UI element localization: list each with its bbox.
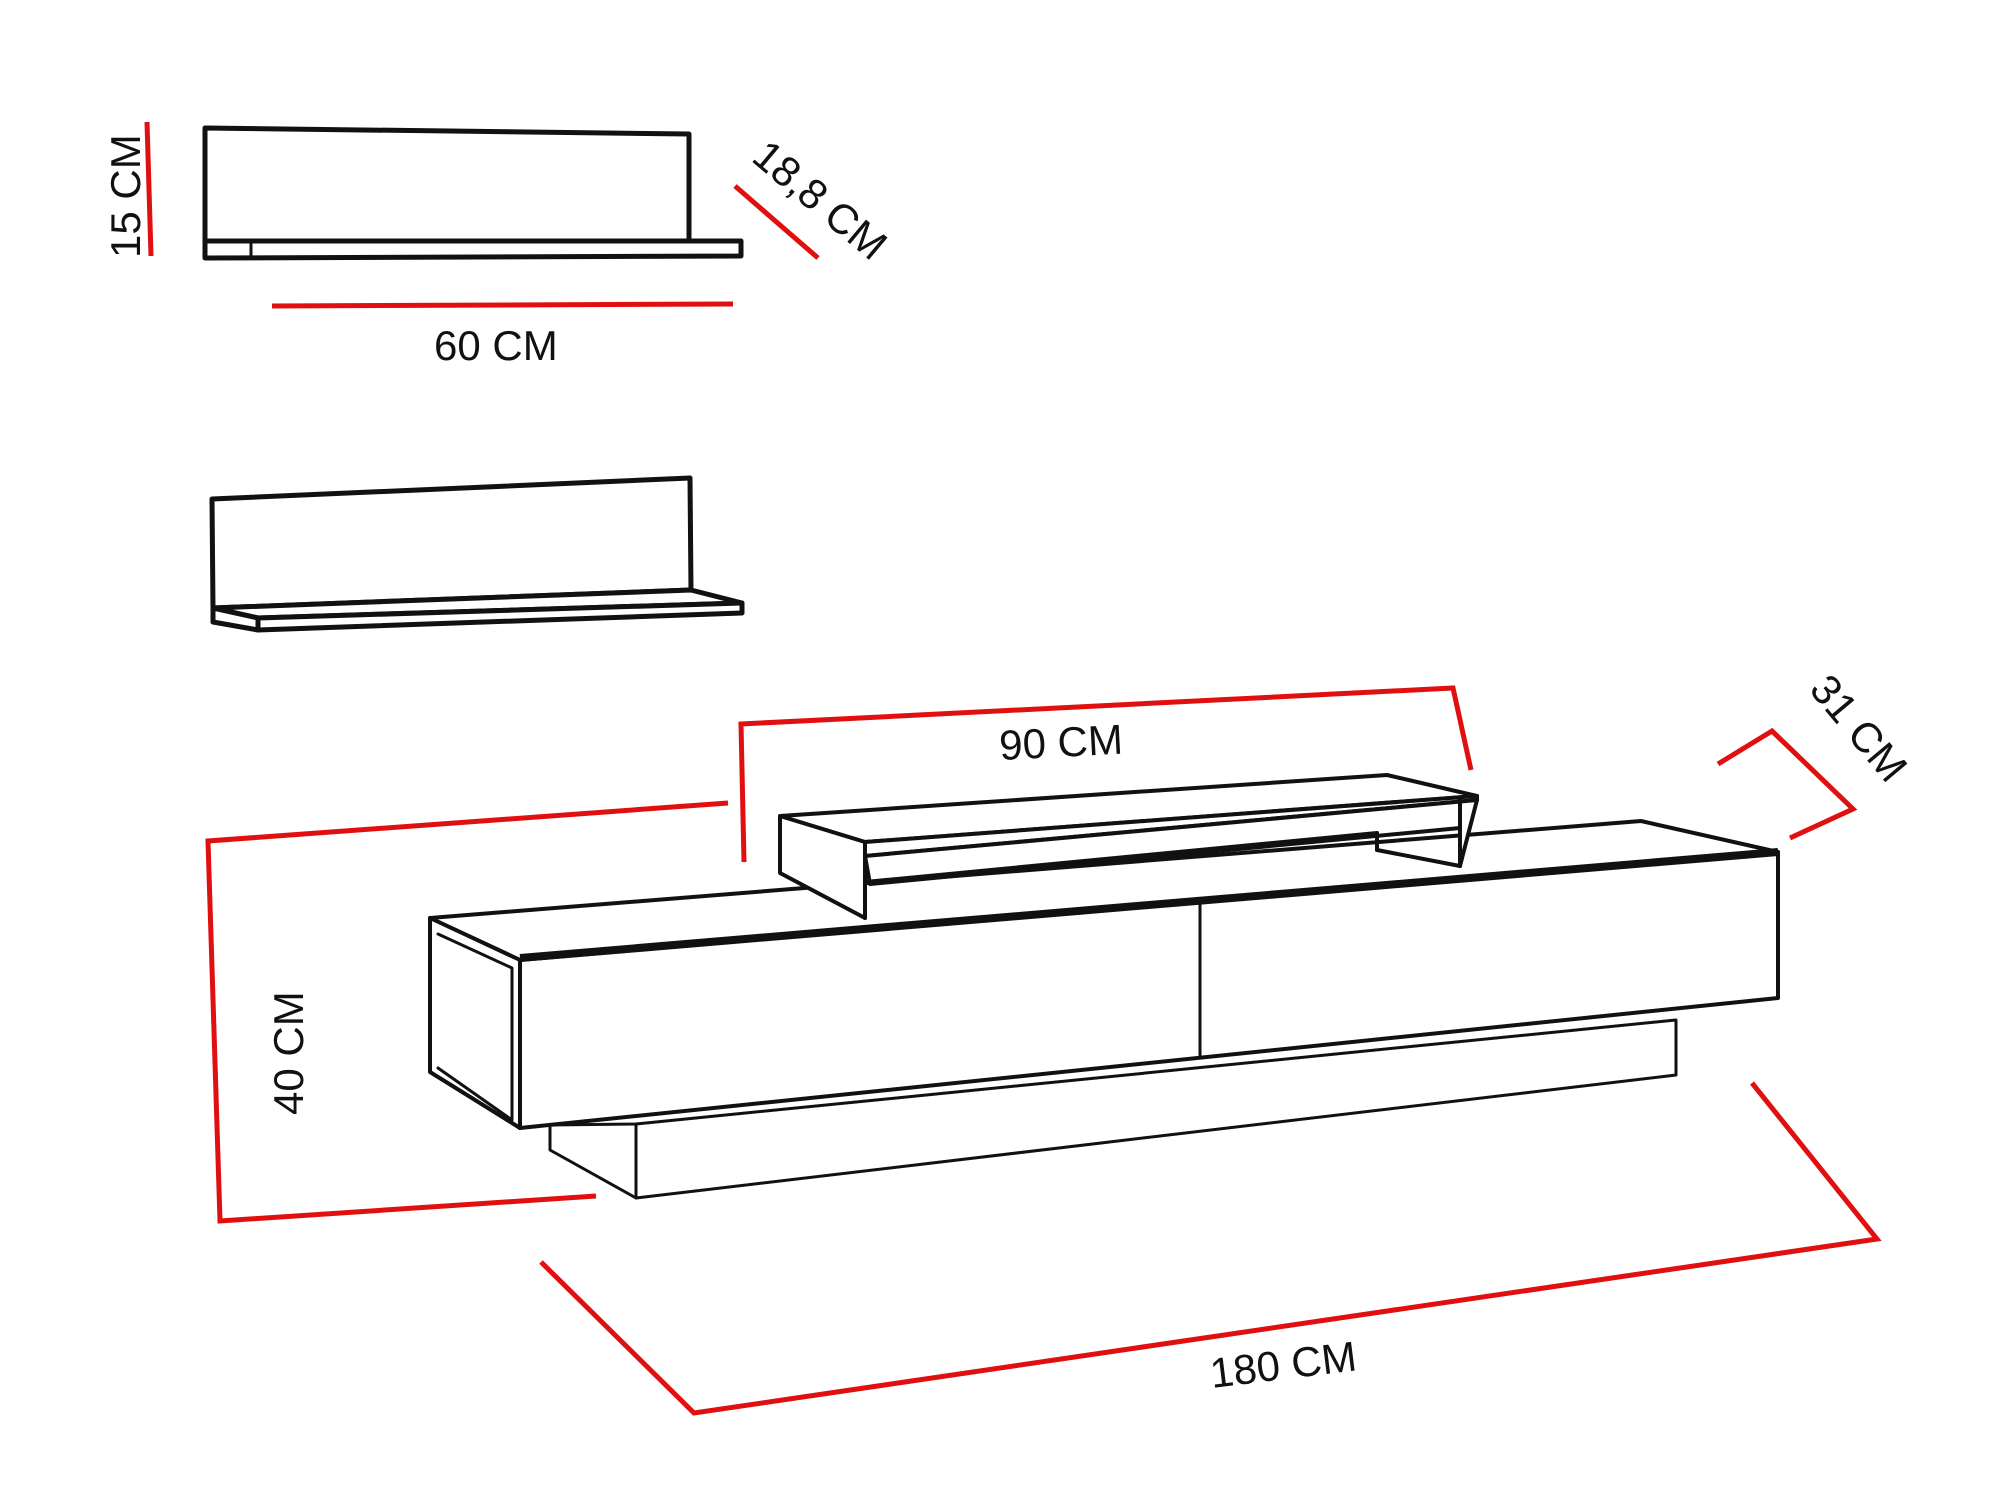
tv-unit-depth-label: 31 CM	[1801, 666, 1917, 791]
tv-unit-width-label: 180 CM	[1207, 1332, 1359, 1397]
wall-shelf-perspective-view	[209, 475, 745, 633]
shelf-height-label: 15 CM	[102, 134, 149, 258]
shelf-height-dimension-line	[144, 121, 154, 257]
top-shelf-width-label: 90 CM	[998, 716, 1124, 769]
top-shelf-width-dimension-line	[738, 685, 1474, 863]
shelf-width-label: 60 CM	[434, 322, 558, 369]
shelf-width-dimension-line	[271, 301, 734, 309]
tv-unit	[428, 773, 1780, 1200]
wall-shelf-front-view	[202, 125, 744, 261]
tv-unit-height-label: 40 CM	[265, 991, 312, 1115]
tv-unit-depth-dimension-line	[1716, 727, 1858, 841]
shelf-depth-dimension-line	[733, 184, 820, 260]
tv-unit-width-dimension-line	[539, 1081, 1882, 1416]
tv-unit-height-dimension-line	[205, 800, 729, 1224]
shelf-depth-label: 18,8 CM	[744, 131, 896, 269]
